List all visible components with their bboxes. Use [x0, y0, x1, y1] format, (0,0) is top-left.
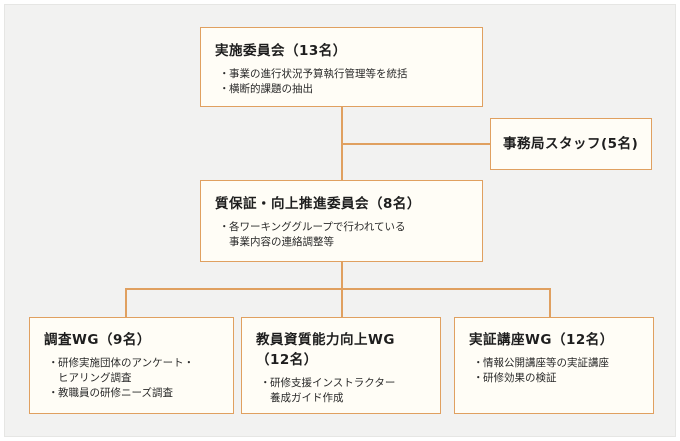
qa-committee-box: 質保証・向上推進委員会（8名） 各ワーキンググループで行われている 事業内容の連… [200, 180, 483, 262]
list-item: 研修実施団体のアンケート・ ヒアリング調査 [44, 356, 219, 386]
list-item: 事業の進行状況予算執行管理等を統括 [215, 67, 468, 82]
connector-faculty-wg [341, 288, 343, 318]
survey-wg-box: 調査WG（9名） 研修実施団体のアンケート・ ヒアリング調査 教職員の研修ニーズ… [29, 317, 234, 414]
connector-demo-wg [549, 288, 551, 318]
faculty-wg-items: 研修支援インストラクター 養成ガイド作成 [256, 376, 426, 406]
faculty-wg-title: 教員資質能力向上WG （12名） [256, 332, 395, 368]
connector-survey-wg [125, 288, 127, 318]
survey-wg-title: 調査WG（9名） [44, 332, 151, 348]
secretariat-title: 事務局スタッフ(5名) [503, 136, 639, 152]
list-item: 情報公開講座等の実証講座 [469, 356, 639, 371]
qa-committee-title: 質保証・向上推進委員会（8名） [215, 196, 421, 212]
faculty-wg-box: 教員資質能力向上WG （12名） 研修支援インストラクター 養成ガイド作成 [241, 317, 441, 414]
list-item: 研修効果の検証 [469, 371, 639, 386]
list-item: 各ワーキンググループで行われている 事業内容の連絡調整等 [215, 220, 468, 250]
implementation-committee-items: 事業の進行状況予算執行管理等を統括 横断的課題の抽出 [215, 67, 468, 97]
list-item: 教職員の研修ニーズ調査 [44, 386, 219, 401]
diagram-canvas: 実施委員会（13名） 事業の進行状況予算執行管理等を統括 横断的課題の抽出 事務… [4, 4, 676, 437]
survey-wg-items: 研修実施団体のアンケート・ ヒアリング調査 教職員の研修ニーズ調査 [44, 356, 219, 401]
implementation-committee-box: 実施委員会（13名） 事業の進行状況予算執行管理等を統括 横断的課題の抽出 [200, 27, 483, 107]
connector-horizontal-bus [125, 288, 550, 290]
secretariat-box: 事務局スタッフ(5名) [490, 118, 652, 170]
demo-wg-title: 実証講座WG（12名） [469, 332, 614, 348]
demo-wg-box: 実証講座WG（12名） 情報公開講座等の実証講座 研修効果の検証 [454, 317, 654, 414]
demo-wg-items: 情報公開講座等の実証講座 研修効果の検証 [469, 356, 639, 386]
list-item: 横断的課題の抽出 [215, 82, 468, 97]
qa-committee-items: 各ワーキンググループで行われている 事業内容の連絡調整等 [215, 220, 468, 250]
list-item: 研修支援インストラクター 養成ガイド作成 [256, 376, 426, 406]
implementation-committee-title: 実施委員会（13名） [215, 43, 347, 59]
connector-mid-vertical [341, 261, 343, 289]
connector-secretariat [341, 143, 491, 145]
